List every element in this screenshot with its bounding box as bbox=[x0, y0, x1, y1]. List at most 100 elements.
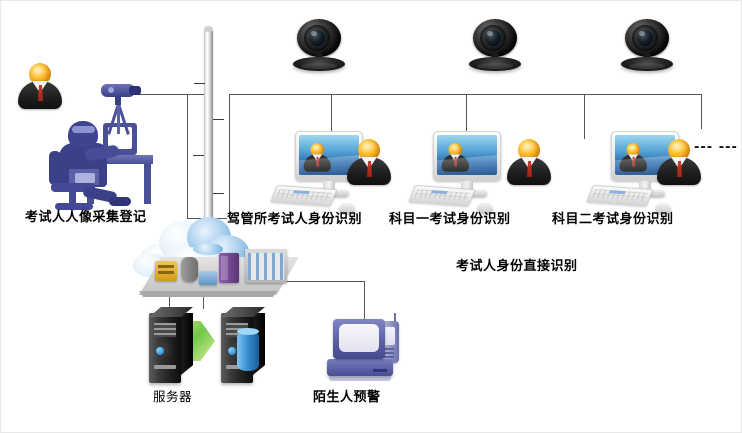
avatar-tie bbox=[38, 85, 43, 101]
server-top bbox=[149, 307, 193, 317]
avatar-beside-workstation-3 bbox=[656, 139, 702, 185]
database-cylinder-icon bbox=[237, 328, 259, 371]
tripod-head bbox=[115, 97, 121, 105]
monitor-neck bbox=[323, 181, 335, 191]
webcam-icon-1[interactable] bbox=[291, 19, 347, 75]
drop-line-continuation bbox=[701, 94, 702, 129]
phone-keypad bbox=[383, 348, 394, 358]
avatar-tie bbox=[367, 161, 372, 177]
webcam-glint bbox=[311, 31, 317, 36]
mouse-icon[interactable] bbox=[477, 203, 493, 214]
monitor-neck bbox=[461, 181, 473, 191]
switch-rack-icon bbox=[245, 249, 287, 283]
keyboard-accent bbox=[292, 190, 310, 195]
avatar-on-screen bbox=[441, 143, 470, 172]
mouse-icon[interactable] bbox=[339, 203, 355, 214]
continuation-dots: --- --- bbox=[694, 140, 738, 155]
crt-base bbox=[327, 359, 393, 376]
drop-line-workstation-3 bbox=[584, 94, 585, 139]
webcam-neck bbox=[644, 52, 650, 60]
tripod-camera-indicator bbox=[108, 87, 114, 93]
workstation-vehicle-bureau[interactable] bbox=[270, 131, 391, 217]
tower-server-icon-1[interactable] bbox=[149, 307, 193, 383]
operator-foot bbox=[109, 197, 131, 206]
drop-line-workstation-1 bbox=[229, 94, 230, 219]
webcam-icon-3[interactable] bbox=[619, 19, 675, 75]
platform-edge bbox=[139, 291, 277, 297]
avatar-beside-workstation-1 bbox=[346, 139, 392, 185]
hub-icon bbox=[181, 257, 198, 282]
label-subject-two: 科目二考试身份识别 bbox=[552, 212, 674, 227]
monitor-screen bbox=[437, 135, 497, 175]
tripod-leg-3 bbox=[117, 104, 120, 134]
crt-shadow bbox=[329, 375, 391, 381]
avatar-head bbox=[358, 139, 380, 161]
avatar-on-screen bbox=[619, 143, 648, 172]
webcam-base bbox=[293, 57, 345, 71]
platform-pc-icon bbox=[199, 271, 217, 285]
avatar-beside-workstation-2 bbox=[506, 139, 552, 185]
label-registration: 考试人人像采集登记 bbox=[25, 210, 147, 225]
router-icon bbox=[155, 261, 177, 281]
webcam-lens bbox=[485, 30, 501, 46]
label-stranger-alert: 陌生人预警 bbox=[313, 390, 381, 405]
server-slot bbox=[154, 365, 176, 369]
avatar-registrant bbox=[17, 63, 63, 109]
label-vehicle-bureau: 驾管所考试人身份识别 bbox=[227, 212, 363, 227]
workstation-subject-one[interactable] bbox=[408, 131, 529, 217]
avatar-head bbox=[668, 139, 690, 161]
pole-tick-2 bbox=[213, 119, 224, 120]
line-stranger-drop bbox=[364, 281, 365, 321]
mouse-icon[interactable] bbox=[655, 203, 671, 214]
tower-device-icon bbox=[219, 253, 239, 283]
pole-tick-3 bbox=[193, 155, 204, 156]
registration-operator-scene bbox=[41, 93, 171, 213]
webcam-neck bbox=[492, 52, 498, 60]
workstation-subject-two[interactable] bbox=[586, 131, 707, 217]
stranger-alert-terminal[interactable] bbox=[327, 313, 399, 385]
drop-line-workstation-1b bbox=[331, 94, 332, 139]
phone-antenna bbox=[394, 313, 396, 323]
webcam-glint bbox=[487, 31, 493, 36]
tripod-camera-lens bbox=[129, 86, 141, 95]
chair-post bbox=[69, 192, 76, 206]
avatar-tie bbox=[527, 161, 532, 177]
network-platform bbox=[139, 247, 299, 299]
avatar-head bbox=[29, 63, 51, 85]
keyboard-icon[interactable] bbox=[408, 184, 476, 207]
avatar-head bbox=[310, 143, 325, 157]
tripod-camera-icon[interactable] bbox=[91, 84, 149, 142]
line-camera-drop bbox=[187, 94, 188, 219]
pole-tick-1 bbox=[194, 83, 205, 84]
avatar-tie bbox=[316, 156, 320, 167]
bus-line-top bbox=[229, 94, 701, 95]
line-pole-tap bbox=[187, 94, 209, 95]
vertical-pole bbox=[204, 29, 213, 225]
keyboard-icon[interactable] bbox=[586, 184, 654, 207]
avatar-head bbox=[626, 143, 641, 157]
webcam-icon-2[interactable] bbox=[467, 19, 523, 75]
server-drive-bay bbox=[154, 323, 176, 337]
webcam-neck bbox=[316, 52, 322, 60]
webcam-base bbox=[621, 57, 673, 71]
monitor-screen bbox=[615, 135, 675, 175]
keyboard-icon[interactable] bbox=[270, 184, 338, 207]
pole-tick-4 bbox=[213, 193, 224, 194]
keyboard-accent bbox=[430, 190, 448, 195]
avatar-head bbox=[518, 139, 540, 161]
desk-leg-right bbox=[144, 164, 151, 204]
line-camera-to-bus bbox=[121, 94, 187, 95]
keyboard-accent bbox=[608, 190, 626, 195]
pole-cap bbox=[204, 26, 213, 32]
webcam-glint bbox=[639, 31, 645, 36]
server-top bbox=[221, 307, 265, 317]
desk-surface bbox=[81, 155, 153, 164]
monitor-neck bbox=[639, 181, 651, 191]
cloud-highlight bbox=[193, 243, 223, 255]
chair-base bbox=[55, 203, 93, 210]
webcam-base-lip bbox=[629, 63, 665, 69]
chair-back bbox=[49, 151, 61, 185]
operator-head bbox=[68, 121, 98, 147]
screen-avatar bbox=[619, 143, 648, 172]
